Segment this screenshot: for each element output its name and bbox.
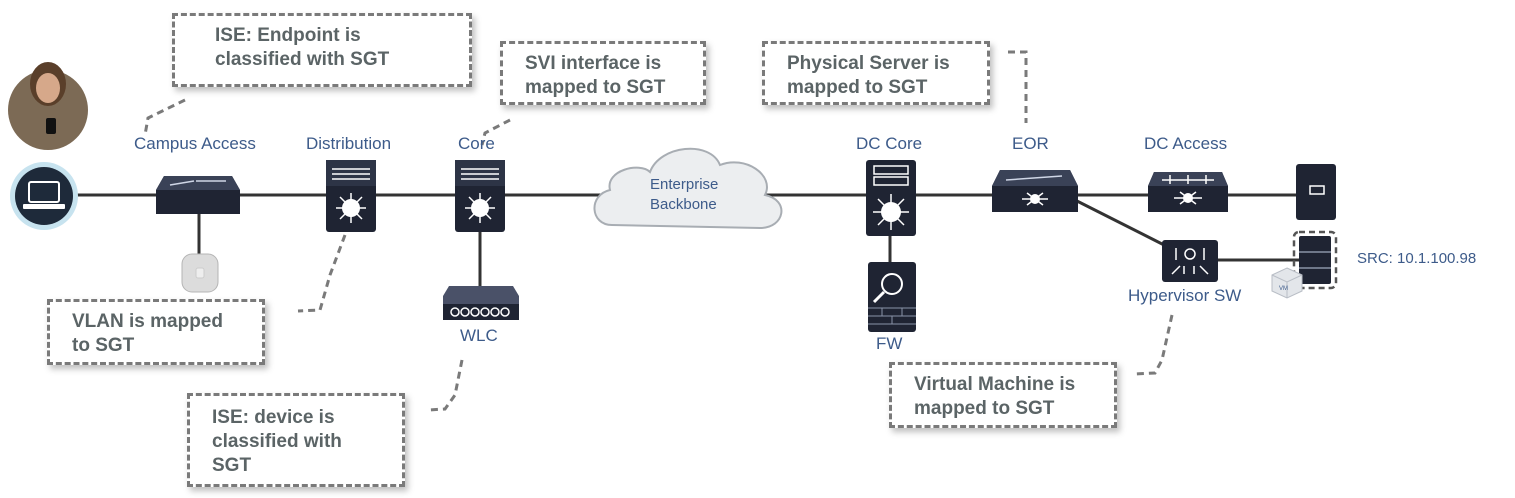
leader-svi [480, 118, 511, 146]
access-point-icon[interactable] [180, 252, 220, 299]
callout-text-line: ISE: Endpoint is [215, 25, 361, 46]
dc-access-label: DC Access [1144, 134, 1228, 153]
wlc-icon[interactable] [443, 286, 519, 325]
campus-access-label: Campus Access [134, 134, 256, 153]
core-switch-icon[interactable] [455, 160, 505, 237]
callout-text-line: SVI interface is [525, 53, 662, 74]
leader-ise-endpoint [143, 98, 186, 136]
callout-ise-endpoint: ISE: Endpoint is classified with SGT [172, 13, 472, 87]
callout-virtual-machine: Virtual Machine is mapped to SGT [889, 362, 1117, 428]
cloud-label-line1: Enterprise [650, 176, 719, 193]
wlc-label: WLC [460, 326, 498, 345]
leader-ise-device [427, 359, 464, 412]
eor-hypervisor-link [1074, 198, 1171, 250]
vm-host-server-icon[interactable] [1292, 230, 1338, 295]
eor-switch-icon[interactable] [992, 170, 1078, 217]
dc-access-switch-icon[interactable] [1148, 172, 1228, 217]
source-ip-label: SRC: 10.1.100.98 [1357, 250, 1477, 267]
callout-ise-device: ISE: device is classified with SGT [187, 393, 405, 487]
fw-label: FW [876, 334, 903, 353]
cloud-label-line2: Backbone [650, 196, 717, 213]
leader-vlan [297, 234, 347, 313]
callout-physical-server: Physical Server is mapped to SGT [762, 41, 990, 105]
laptop-endpoint-icon [8, 160, 80, 232]
callout-text-line: ISE: device is [212, 407, 335, 428]
user-avatar [6, 48, 90, 152]
physical-server-icon[interactable] [1296, 164, 1336, 225]
dc-core-label: DC Core [856, 134, 923, 153]
distribution-label: Distribution [306, 134, 392, 153]
hypervisor-switch-icon[interactable] [1162, 240, 1218, 287]
callout-text-line: to SGT [72, 335, 135, 356]
callout-text-line: mapped to SGT [525, 77, 666, 98]
distribution-switch-icon[interactable] [326, 160, 376, 237]
vm-badge-text: VM [1279, 286, 1288, 292]
core-label: Core [458, 134, 495, 153]
firewall-icon[interactable] [868, 262, 916, 337]
virtual-machine-icon[interactable]: VM [1270, 266, 1304, 305]
callout-text-line: mapped to SGT [787, 77, 928, 98]
leader-vm [1134, 314, 1174, 376]
eor-label: EOR [1012, 134, 1049, 153]
callout-text-line: Physical Server is [787, 53, 950, 74]
hypervisor-sw-label: Hypervisor SW [1128, 286, 1242, 305]
dc-core-switch-icon[interactable] [866, 160, 916, 241]
leader-physical-server [1008, 50, 1028, 123]
enterprise-backbone-cloud [593, 147, 783, 230]
callout-text-line: VLAN is mapped [72, 311, 223, 332]
callout-text-line: classified with SGT [215, 49, 390, 70]
callout-text-line: mapped to SGT [914, 398, 1055, 419]
callout-text-line: classified with [212, 431, 342, 452]
callout-vlan: VLAN is mapped to SGT [47, 299, 265, 365]
campus-access-switch-icon[interactable] [156, 176, 240, 219]
callout-svi: SVI interface is mapped to SGT [500, 41, 706, 105]
callout-text-line: Virtual Machine is [914, 374, 1076, 395]
callout-text-line: SGT [212, 455, 252, 476]
